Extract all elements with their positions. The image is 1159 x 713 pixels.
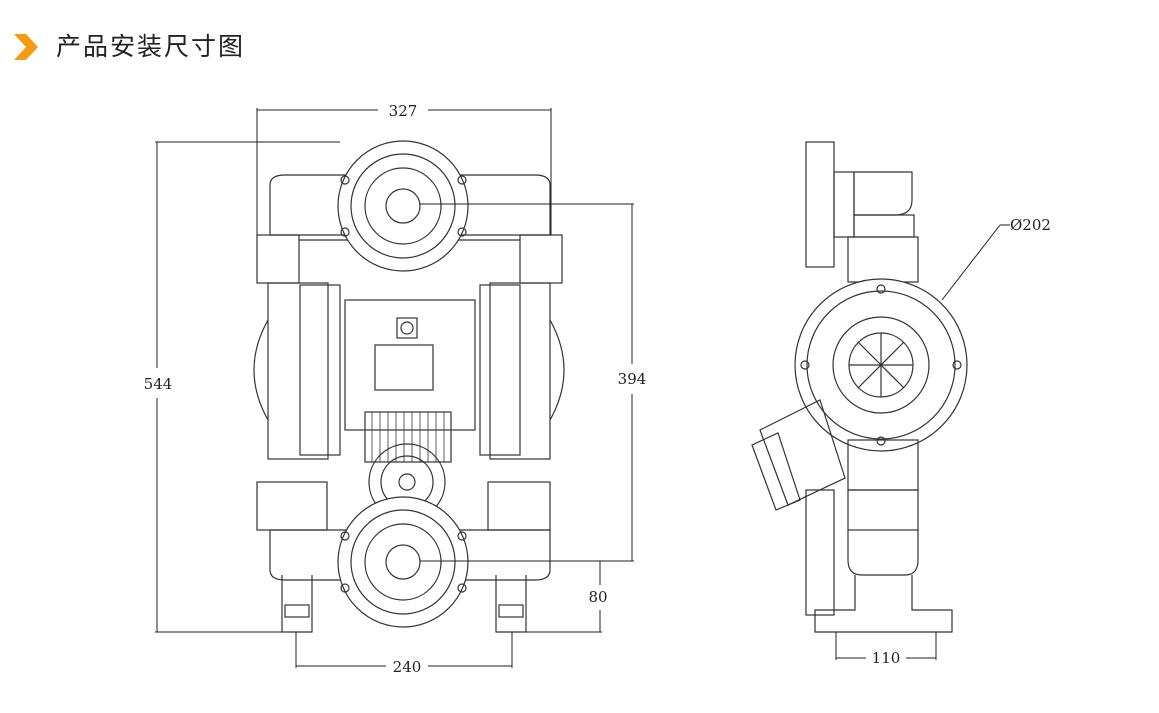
dim-side-base: 110	[872, 649, 901, 667]
dim-width-total: 327	[389, 102, 418, 120]
dimension-lines	[155, 108, 1010, 668]
page-title: 产品安装尺寸图	[56, 32, 246, 61]
dim-height-total: 544	[144, 375, 173, 393]
side-view	[751, 141, 968, 633]
dim-diaphragm-diameter: Ø202	[1010, 216, 1051, 234]
top-flange	[337, 140, 469, 272]
dim-foot-spacing: 240	[393, 658, 422, 676]
chevron-right-icon	[14, 34, 38, 60]
dim-outlet-inlet: 394	[618, 370, 647, 388]
page-header: 产品安装尺寸图	[0, 0, 1159, 80]
bottom-flange	[337, 496, 469, 628]
front-view	[253, 174, 565, 633]
dim-inlet-height: 80	[588, 588, 607, 606]
